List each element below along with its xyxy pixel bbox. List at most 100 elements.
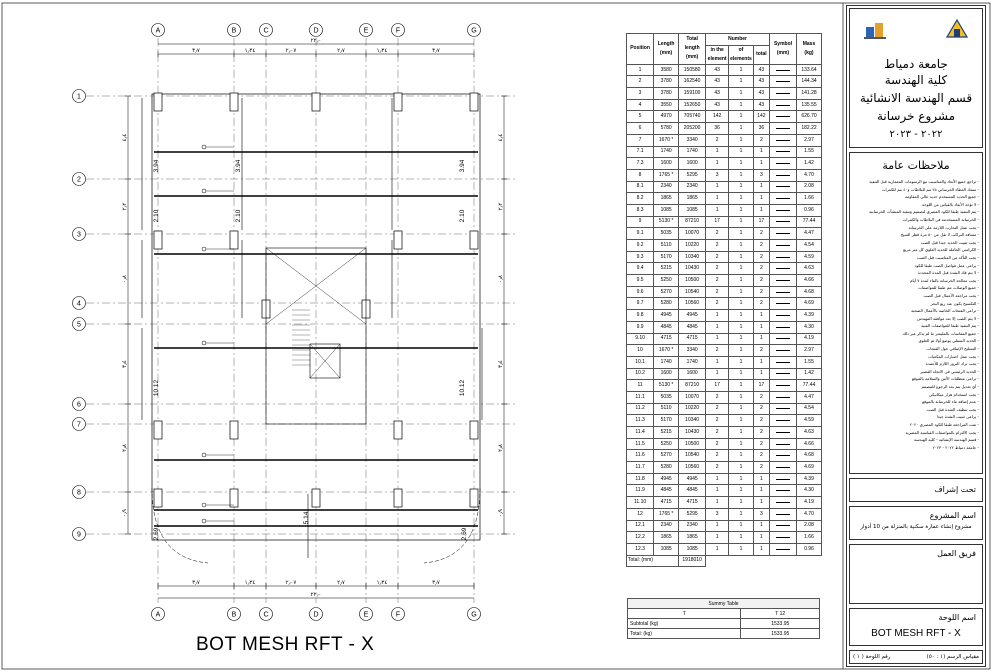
cell-in-element: 1 <box>705 180 730 194</box>
cell-total: 1 <box>752 180 771 194</box>
cell-position: 9.6 <box>625 285 655 299</box>
cell-total-length: 705740 <box>678 110 707 124</box>
note-item: - يجب ترك البروز اللازم للأعمدة <box>925 361 979 367</box>
reinforcement-plan[interactable]: AABBCCDDEEFFGG112233445566778899٣٫٧١٫٣٤٢… <box>58 18 518 628</box>
cell-total-length: 1865 <box>678 192 707 205</box>
cell-position: 6 <box>625 122 655 135</box>
department-name: قسم الهندسة الانشائية <box>859 91 973 105</box>
cell-symbol <box>769 285 797 299</box>
cell-total: 1 <box>752 531 771 544</box>
cell-symbol <box>769 426 797 439</box>
cell-in-element: 2 <box>705 390 730 404</box>
bar-shape-icon <box>776 359 790 363</box>
cell-in-element: 2 <box>705 461 730 474</box>
cell-symbol <box>769 449 797 463</box>
cell-mass: 4.54 <box>796 402 822 416</box>
cell-total-length: 205200 <box>678 122 707 135</box>
dimension-text: ٣٫٤ <box>498 360 504 368</box>
cell-position: 11.10 <box>625 496 655 509</box>
bar-shape-icon <box>776 148 790 153</box>
bar-shape-icon <box>776 429 790 433</box>
cell-in-element: 1 <box>705 542 730 556</box>
cell-in-element: 43 <box>705 98 730 112</box>
note-item: - يجب مراجعة الأعمال قبل الصب <box>923 292 979 298</box>
cell-position: 11.7 <box>625 461 655 474</box>
cell-mass: 4.19 <box>796 332 822 346</box>
grid-bubble <box>309 23 323 37</box>
cell-position: 8 <box>625 168 655 182</box>
note-item: - يتم التنفيذ طبقا للمواصفات الفنية <box>921 323 979 329</box>
span-label: 2.10 <box>459 209 466 222</box>
bar-shape-icon <box>776 300 790 305</box>
note-item: - عدم إضافة ماء للخرسانة بالموقع <box>922 399 979 405</box>
dimension-text: ٠٫٩ <box>122 509 128 517</box>
cell-length: 5280 <box>653 461 680 474</box>
cell-symbol <box>769 484 797 498</box>
cell-in-element: 1 <box>705 531 730 544</box>
cell-total: 43 <box>752 63 771 77</box>
grid-bubble <box>359 607 373 621</box>
span-label: 10.12 <box>153 379 160 396</box>
cell-total: 1 <box>752 542 771 556</box>
cell-of-elements: 1 <box>728 355 754 369</box>
cell-in-element: 2 <box>705 274 730 287</box>
note-item: - يجب عمل اختبارات المكعبات <box>928 353 979 359</box>
cell-length: 1600 <box>653 157 680 170</box>
cell-total-length: 87210 <box>678 379 707 392</box>
university-name: جامعة دمياط <box>884 57 948 71</box>
bar-shape-icon <box>776 230 790 235</box>
col-number: Number <box>705 33 770 46</box>
bar-shape-icon <box>776 137 790 141</box>
cell-of-elements: 1 <box>728 180 754 194</box>
cell-total-length: 10070 <box>678 390 707 404</box>
note-item: - يتم التنفيذ طبقا للكود المصري لتصميم و… <box>869 209 979 215</box>
cell-total: 17 <box>752 379 771 392</box>
dimension-text: ٠٫٨ <box>122 274 128 283</box>
sheet-name: BOT MESH RFT - X <box>871 628 961 639</box>
rebar-tag-icon <box>201 518 207 524</box>
col-position: Position <box>625 33 655 65</box>
cell-length: 5110 <box>653 402 680 416</box>
bar-shape-icon <box>776 441 790 445</box>
cell-symbol <box>769 507 797 521</box>
cell-symbol <box>769 133 797 147</box>
cell-in-element: 2 <box>705 414 730 427</box>
cell-length: 5270 <box>653 449 680 463</box>
bar-shape-icon <box>776 242 790 246</box>
note-item: - يجب عمل التجارب اللازمة على الخرسانة <box>908 224 979 230</box>
cell-position: 7.3 <box>625 157 655 170</box>
team-box: فريق العمل <box>849 544 983 604</box>
cell-in-element: 17 <box>705 215 730 229</box>
cell-in-element: 2 <box>705 344 730 357</box>
cell-position: 11 <box>625 379 655 392</box>
sheet-number: رقم اللوحة ( ١ ) <box>853 654 891 660</box>
cell-of-elements: 1 <box>728 203 754 217</box>
rebar-tag-icon <box>201 188 207 194</box>
cell-total: 1 <box>752 332 771 346</box>
bar-bending-schedule: Position Length (mm) Total length (mm) N… <box>625 33 822 568</box>
note-item: - أي تعديل يتم بعد الرجوع للمصمم <box>921 384 980 390</box>
cell-mass: 4.54 <box>796 239 822 252</box>
cell-length: 5250 <box>653 274 680 287</box>
cell-position: 9.8 <box>625 309 655 322</box>
grid-label: F <box>396 28 400 35</box>
cell-symbol <box>769 379 797 392</box>
cell-mass: 1.42 <box>796 157 822 170</box>
bar-shape-icon <box>776 195 790 200</box>
cell-length: 3580 <box>653 63 680 77</box>
cell-position: 4 <box>625 98 655 112</box>
span-label: 10.12 <box>459 379 466 396</box>
dimension-text: ٣٫٧ <box>432 48 441 54</box>
bar-shape-icon <box>776 405 790 410</box>
cell-total-length: 10500 <box>678 437 707 451</box>
rebar-tag-icon <box>201 340 207 346</box>
bar-shape-icon <box>776 370 790 375</box>
cell-in-element: 1 <box>705 332 730 346</box>
note-item: - يجب تثبيت الحديد جيدا قبل الصب <box>920 239 979 245</box>
bar-shape-icon <box>776 487 790 492</box>
